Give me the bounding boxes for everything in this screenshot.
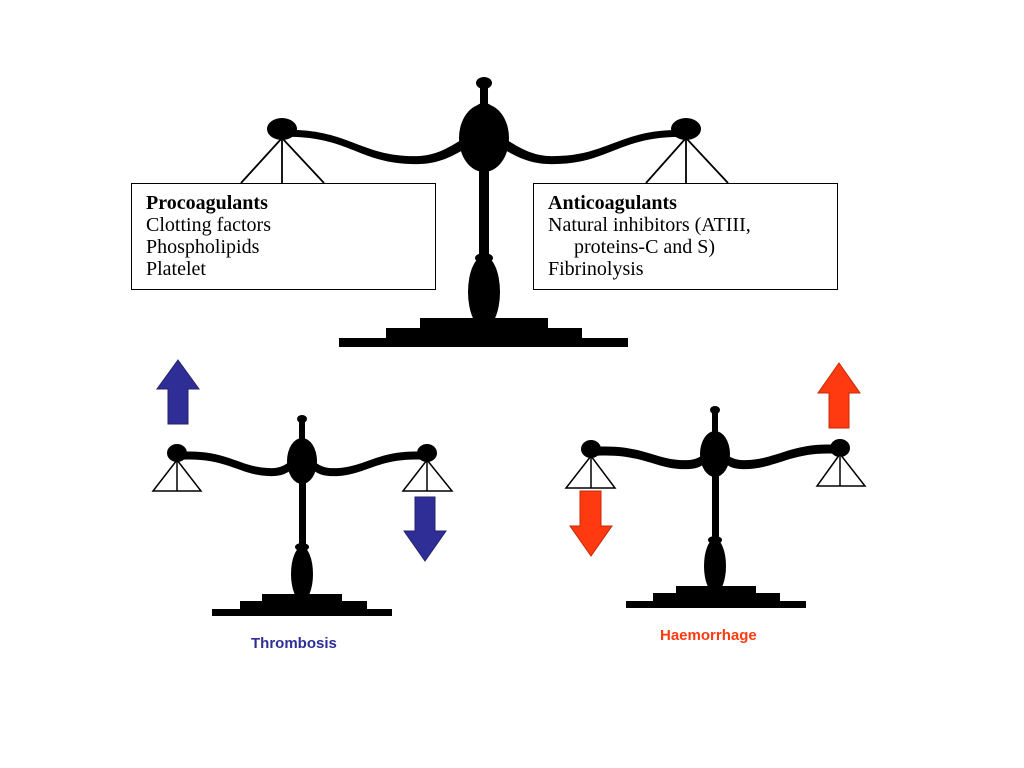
anticoagulants-box: Anticoagulants Natural inhibitors (ATIII… — [533, 183, 838, 290]
arrow-down-icon — [403, 496, 447, 562]
thrombosis-label: Thrombosis — [251, 635, 337, 652]
procoagulants-heading: Procoagulants — [146, 192, 268, 214]
haemorrhage-label: Haemorrhage — [660, 627, 757, 644]
arrow-up-icon — [817, 362, 861, 429]
procoagulants-box: Procoagulants Clotting factors Phospholi… — [131, 183, 436, 290]
anticoagulants-item: proteins-C and S) — [574, 236, 716, 258]
procoagulants-item: Clotting factors — [146, 214, 271, 236]
anticoagulants-item: Natural inhibitors (ATIII, — [548, 214, 751, 236]
haemorrhage-balance-scale — [564, 406, 867, 608]
anticoagulants-heading: Anticoagulants — [548, 192, 677, 214]
arrow-down-icon — [569, 490, 613, 557]
procoagulants-item: Phospholipids — [146, 236, 260, 258]
thrombosis-balance-scale — [151, 415, 454, 616]
procoagulants-item: Platelet — [146, 258, 206, 280]
anticoagulants-item: Fibrinolysis — [548, 258, 644, 280]
arrow-up-icon — [156, 359, 200, 425]
main-balance-scale — [240, 77, 729, 347]
